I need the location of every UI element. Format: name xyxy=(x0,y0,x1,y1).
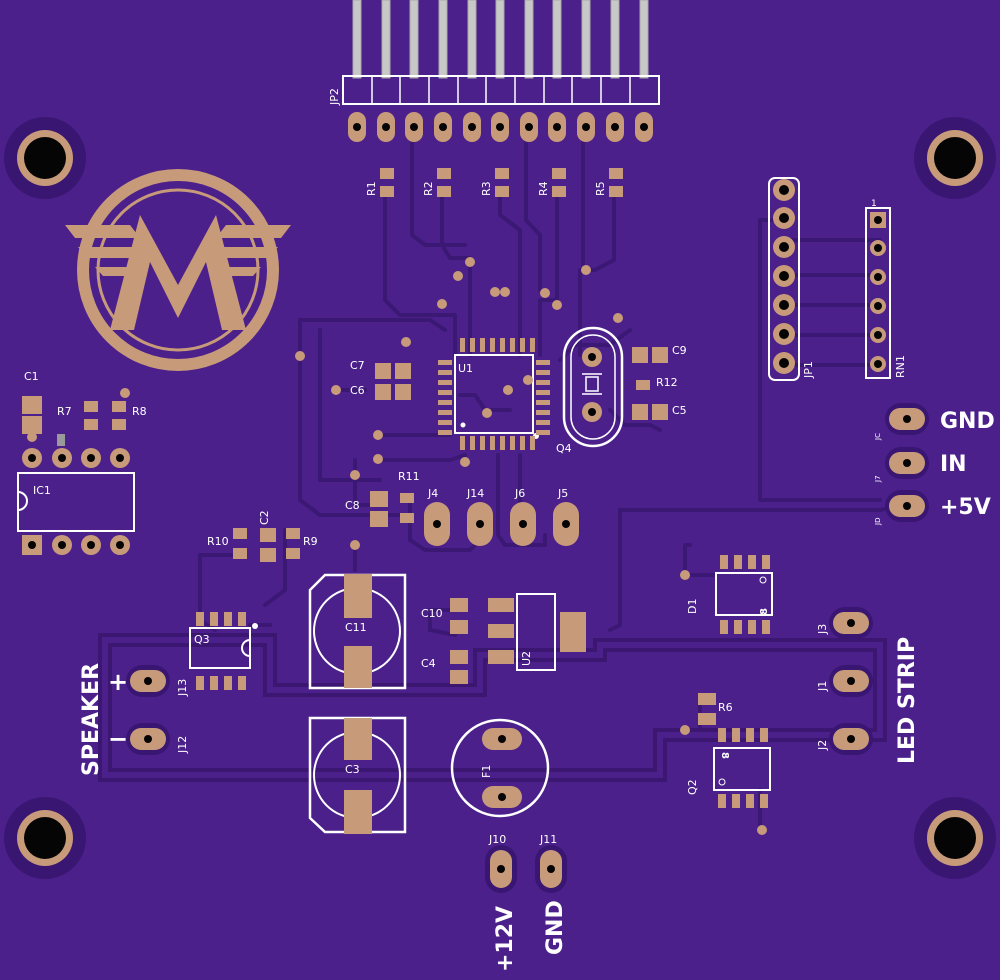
r6-label: R6 xyxy=(718,701,733,714)
c4-label: C4 xyxy=(421,657,436,670)
vias xyxy=(27,257,767,835)
mounting-hole-icon xyxy=(914,797,996,879)
c11-capacitor xyxy=(308,573,407,690)
gnd-label: GND xyxy=(940,409,995,434)
c1-label: C1 xyxy=(24,370,39,383)
jd-label: JD xyxy=(874,518,882,526)
r10-label: R10 xyxy=(207,535,229,548)
mounting-hole-icon xyxy=(914,117,996,199)
j11-label: J11 xyxy=(539,833,557,846)
q4-label: Q4 xyxy=(556,442,572,455)
q2-label: Q2 xyxy=(686,779,699,795)
d1-chip xyxy=(715,555,773,634)
jp1-label: JP1 xyxy=(802,361,815,379)
r2-label: R2 xyxy=(422,181,435,196)
j5-label: J5 xyxy=(557,487,568,500)
led-strip-label: LED STRIP xyxy=(895,637,920,764)
winged-m-logo-icon xyxy=(65,169,291,371)
d1-pin8: 8 xyxy=(759,608,770,615)
c2-label: C2 xyxy=(258,510,271,525)
q3-transistor xyxy=(189,612,258,690)
in-label: IN xyxy=(940,452,967,477)
rn1-pin-label: 1 xyxy=(871,199,877,209)
q2-transistor xyxy=(713,728,771,808)
jp1-header xyxy=(768,177,800,381)
plus12v-label: +12V xyxy=(493,906,518,972)
c11-label: C11 xyxy=(345,621,367,634)
rn1-label: RN1 xyxy=(894,355,907,378)
j1-label: J1 xyxy=(816,681,829,692)
c9-label: C9 xyxy=(672,344,687,357)
u2-label: U2 xyxy=(520,651,533,666)
u1-chip xyxy=(438,338,550,450)
r4-label: R4 xyxy=(537,181,550,196)
r7-label: R7 xyxy=(57,405,72,418)
c3-capacitor xyxy=(308,716,407,834)
power-traces-inner xyxy=(102,637,883,778)
led-strip-pads xyxy=(829,607,873,755)
r5-label: R5 xyxy=(594,181,607,196)
c6-label: C6 xyxy=(350,384,365,397)
gnd-bottom-label: GND xyxy=(543,900,568,955)
ic1-label: IC1 xyxy=(33,484,51,497)
c3-label: C3 xyxy=(345,763,360,776)
j4-label: J4 xyxy=(427,487,438,500)
r11-label: R11 xyxy=(398,470,420,483)
traces xyxy=(198,138,907,832)
jc-label: JC xyxy=(874,433,882,441)
mounting-holes xyxy=(4,117,996,879)
speaker-pads xyxy=(126,665,170,755)
d1-label: D1 xyxy=(686,599,699,614)
minus-sign: − xyxy=(108,725,128,753)
r8-label: R8 xyxy=(132,405,147,418)
jp2-label: JP2 xyxy=(328,88,341,106)
f1-label: F1 xyxy=(480,765,493,778)
mounting-hole-icon xyxy=(4,797,86,879)
plus-sign: + xyxy=(108,668,128,696)
j12-label: J12 xyxy=(176,736,189,754)
c5-label: C5 xyxy=(672,404,687,417)
j6-label: J6 xyxy=(514,487,525,500)
c8-label: C8 xyxy=(345,499,360,512)
jp2-header xyxy=(342,0,660,142)
jumper-pads xyxy=(424,502,579,546)
ic1-dip xyxy=(17,434,135,555)
r3-label: R3 xyxy=(480,181,493,196)
j14-label: J14 xyxy=(466,487,484,500)
c7-label: C7 xyxy=(350,359,365,372)
f1-fuse xyxy=(450,718,550,818)
r9-label: R9 xyxy=(303,535,318,548)
rn1-network xyxy=(865,207,891,379)
j3-label: J3 xyxy=(816,624,829,635)
j2-label: J2 xyxy=(816,740,829,751)
q2-pin8: 8 xyxy=(719,752,730,759)
j7-label: J7 xyxy=(874,475,882,483)
u2-regulator xyxy=(488,593,586,671)
q3-label: Q3 xyxy=(194,633,210,646)
q4-crystal xyxy=(562,326,624,448)
mounting-hole-icon xyxy=(4,117,86,199)
speaker-label: SPEAKER xyxy=(79,663,104,776)
r12-label: R12 xyxy=(656,376,678,389)
c10-label: C10 xyxy=(421,607,443,620)
plus5v-label: +5V xyxy=(940,495,991,520)
r1-label: R1 xyxy=(365,181,378,196)
smd-pads xyxy=(22,168,716,725)
u1-label: U1 xyxy=(458,362,473,375)
input-pads xyxy=(885,403,929,522)
j13-label: J13 xyxy=(176,679,189,697)
j10-label: J10 xyxy=(488,833,506,846)
power-pads xyxy=(485,845,567,893)
